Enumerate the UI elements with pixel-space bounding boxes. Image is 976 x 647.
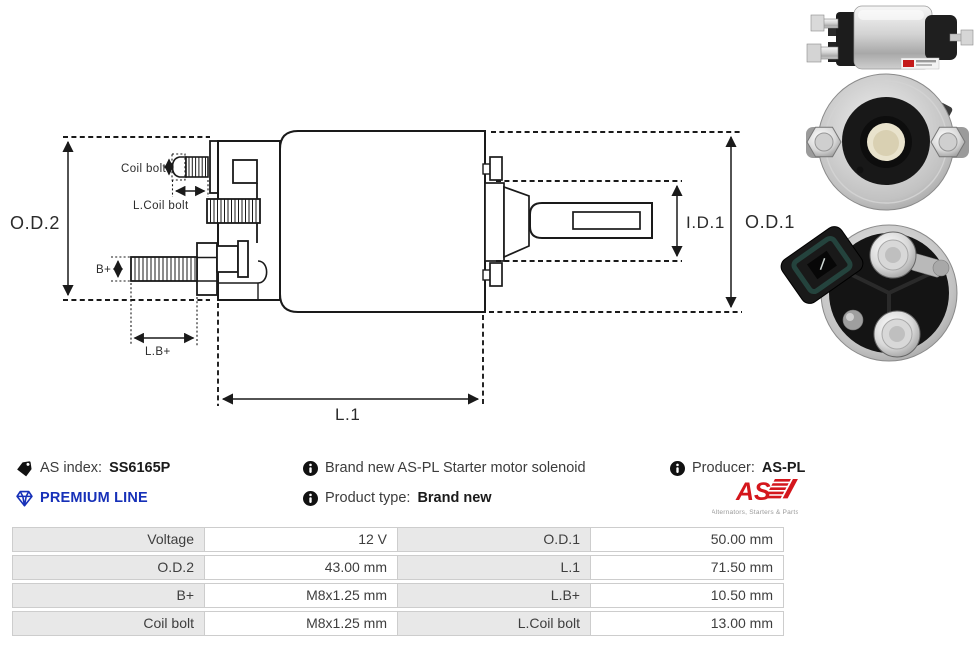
spec-label: O.D.1 xyxy=(398,527,591,552)
front-hex-nut-right xyxy=(930,126,966,158)
info-icon xyxy=(670,460,685,476)
as-index-value: SS6165P xyxy=(109,460,171,476)
product-type-label: Product type: xyxy=(325,490,411,506)
rear-cap-and-plunger xyxy=(482,156,653,287)
od2-label: O.D.2 xyxy=(10,213,60,233)
product-description: Brand new AS-PL Starter motor solenoid xyxy=(325,460,586,476)
l-b-plus-dimension xyxy=(130,283,198,346)
spec-value: 12 V xyxy=(205,527,398,552)
table-row: Voltage 12 V O.D.1 50.00 mm xyxy=(12,527,784,552)
solenoid-body xyxy=(279,130,486,313)
as-pl-logo: AS Alternators, Starters & Parts xyxy=(711,477,799,517)
spec-value: 43.00 mm xyxy=(205,555,398,580)
info-icon xyxy=(303,490,318,506)
table-row: O.D.2 43.00 mm L.1 71.50 mm xyxy=(12,555,784,580)
coil-bolt-threaded-bush xyxy=(206,198,261,224)
spec-value: 71.50 mm xyxy=(591,555,784,580)
rear-nub-left xyxy=(842,309,864,331)
logo-caption: Alternators, Starters & Parts xyxy=(712,509,798,516)
id1-label: I.D.1 xyxy=(686,213,725,232)
l-b-plus-label: L.B+ xyxy=(145,346,171,358)
coil-bolt xyxy=(171,156,209,178)
b-plus-bolt xyxy=(130,256,198,282)
producer-label: Producer: xyxy=(692,460,755,476)
table-row: B+ M8x1.25 mm L.B+ 10.50 mm xyxy=(12,583,784,608)
l-coil-bolt-label: L.Coil bolt xyxy=(133,200,189,212)
product-photo-rear-view[interactable] xyxy=(778,223,958,362)
table-row: Coil bolt M8x1.25 mm L.Coil bolt 13.00 m… xyxy=(12,611,784,636)
producer-value: AS-PL xyxy=(761,460,806,476)
l1-dimension xyxy=(217,303,484,406)
product-photo-side-view[interactable] xyxy=(806,5,974,70)
product-photo-front-view[interactable] xyxy=(806,73,969,211)
as-index-label: AS index: xyxy=(40,460,103,476)
spec-label: L.1 xyxy=(398,555,591,580)
id1-dimension xyxy=(496,180,683,262)
l1-label: L.1 xyxy=(335,405,360,424)
od2-dimension xyxy=(62,136,210,301)
drawing-and-photos: O.D.2 Coil bolt L.Coil bolt B+ L.B+ xyxy=(10,5,974,424)
rear-bolt-bottom xyxy=(873,310,921,358)
premium-line: PREMIUM LINE xyxy=(16,489,148,507)
spec-value: 50.00 mm xyxy=(591,527,784,552)
premium-line-label: PREMIUM LINE xyxy=(40,490,148,506)
spec-value: 13.00 mm xyxy=(591,611,784,636)
spec-label: O.D.2 xyxy=(12,555,205,580)
as-index-line: AS index: SS6165P xyxy=(16,459,170,477)
logo-as-text: AS xyxy=(735,478,771,506)
spec-label: L.B+ xyxy=(398,583,591,608)
description-line: Brand new AS-PL Starter motor solenoid xyxy=(303,459,586,477)
b-plus-label: B+ xyxy=(96,264,111,276)
spec-value: 10.50 mm xyxy=(591,583,784,608)
tag-icon xyxy=(17,460,32,476)
product-type-line: Product type: Brand new xyxy=(303,489,492,507)
b-plus-dimension xyxy=(111,256,131,282)
technical-drawing: O.D.2 Coil bolt L.Coil bolt B+ L.B+ xyxy=(10,130,795,424)
od1-label: O.D.1 xyxy=(745,212,795,232)
spec-value: M8x1.25 mm xyxy=(205,611,398,636)
coil-bolt-dimension xyxy=(164,153,209,197)
spec-label: Coil bolt xyxy=(12,611,205,636)
coil-bolt-label: Coil bolt xyxy=(121,163,167,175)
photo-label-sticker xyxy=(900,57,940,70)
diamond-icon xyxy=(16,490,33,507)
spec-value: M8x1.25 mm xyxy=(205,583,398,608)
producer-line: Producer: AS-PL xyxy=(670,459,805,477)
product-type-value: Brand new xyxy=(417,490,492,506)
rear-connector xyxy=(780,226,864,304)
od1-dimension xyxy=(489,131,742,313)
front-small-hole xyxy=(856,166,864,174)
info-icon xyxy=(303,460,318,476)
spec-label: B+ xyxy=(12,583,205,608)
spec-label: Voltage xyxy=(12,527,205,552)
front-hex-nut-left xyxy=(806,126,842,158)
rear-bolt-top xyxy=(869,231,917,279)
spec-table: Voltage 12 V O.D.1 50.00 mm O.D.2 43.00 … xyxy=(12,527,784,639)
spec-label: L.Coil bolt xyxy=(398,611,591,636)
